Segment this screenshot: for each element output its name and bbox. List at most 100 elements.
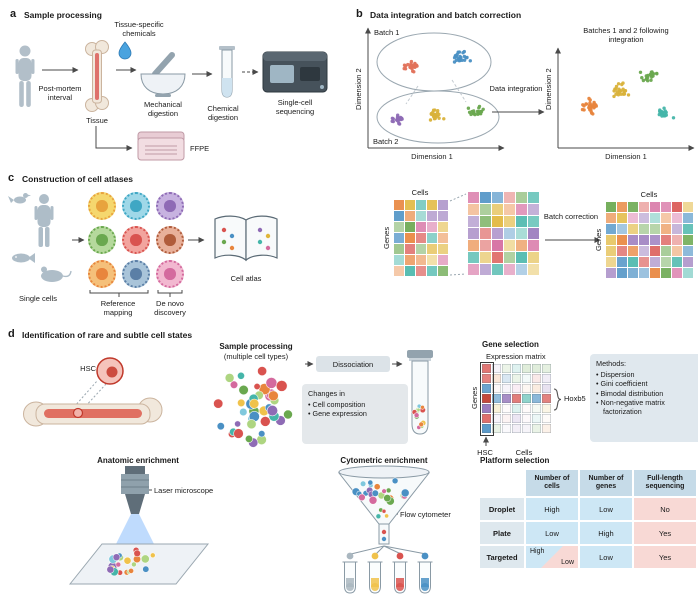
heatmap-cell	[492, 252, 503, 263]
heatmap-cell	[639, 257, 649, 267]
heatmap-cell	[522, 394, 531, 403]
cell-dot	[131, 561, 137, 568]
sequencer-machine-icon	[262, 51, 328, 93]
heatmap-cell	[416, 222, 426, 232]
heatmap-cell	[438, 200, 448, 210]
cell-dot	[413, 412, 420, 418]
heatmap-cell	[606, 224, 616, 234]
heatmap-cell	[438, 266, 448, 276]
sort-tubes-icon	[342, 552, 433, 594]
table-cell: Yes	[634, 546, 696, 568]
heatmap-cell	[405, 200, 415, 210]
scatter-dot	[664, 113, 668, 117]
cell-nucleus-icon	[96, 234, 108, 246]
scatter-dot	[640, 76, 644, 80]
sample-processing-title: Sample processing	[219, 342, 293, 351]
tube-liquid	[421, 583, 429, 591]
heatmap-cell	[492, 374, 501, 383]
cell-dot	[400, 488, 410, 498]
scatter-dot	[472, 109, 476, 113]
heatmap-cell	[528, 264, 539, 275]
scatter-dot	[397, 122, 402, 126]
scatter-dot	[468, 59, 472, 63]
heatmap-cell	[672, 246, 682, 256]
cell-dot	[373, 483, 381, 491]
methods-list: DispersionGini coefficientBimodal distri…	[596, 370, 698, 417]
heatmap-cell	[504, 240, 515, 251]
scatter-dot	[390, 119, 394, 124]
heatmap-cell	[516, 252, 527, 263]
cell-dot	[237, 371, 245, 380]
heatmap-cell	[661, 235, 671, 245]
scatter-dot	[473, 112, 477, 117]
heatmap-cell	[617, 268, 627, 278]
tube-liquid	[371, 578, 379, 587]
expression-cells-label: Cells	[515, 448, 533, 457]
heatmap-cell	[639, 268, 649, 278]
sort-fan-line	[383, 545, 402, 555]
scatter-dot	[619, 92, 623, 96]
cell-dot	[265, 377, 278, 389]
cell-dot	[259, 416, 271, 427]
tube-liquid	[396, 583, 404, 591]
heatmap-cell	[617, 202, 627, 212]
heatmap-cell	[480, 240, 491, 251]
heatmap-cell	[672, 268, 682, 278]
scatter-dot	[587, 96, 591, 101]
platform-selection-title: Platform selection	[480, 456, 550, 465]
cell-dot	[375, 513, 382, 520]
heatmap-cell	[502, 364, 511, 373]
heatmap-cell	[427, 255, 437, 265]
tissue-chemicals-label: Tissue-specific chemicals	[114, 20, 164, 38]
sorted-drop-icon	[396, 552, 404, 560]
sorted-drop-icon	[421, 552, 429, 560]
heatmap-cell	[427, 244, 437, 254]
column-header: Number of cells	[526, 470, 578, 496]
heatmap-cell	[427, 222, 437, 232]
heatmap-cell	[502, 394, 511, 403]
heatmap-cell	[512, 364, 521, 373]
scatter-dot	[655, 71, 659, 76]
heatmap-cell	[528, 192, 539, 203]
heatmap-cell	[394, 244, 404, 254]
heatmap-cell	[482, 404, 491, 413]
tube-liquid	[421, 578, 429, 587]
scatter-dot	[587, 103, 592, 108]
laser-microscope-label: Laser microscope	[154, 486, 214, 495]
scatter-dot	[476, 112, 480, 116]
heatmap-cell	[492, 204, 503, 215]
scatter-dot	[462, 58, 467, 62]
cell-dot	[239, 407, 248, 417]
chemical-digestion-label: Chemical digestion	[207, 104, 239, 122]
heatmap-cell	[394, 200, 404, 210]
sort-fan-line	[350, 545, 385, 555]
cell-type-icon	[156, 192, 184, 220]
de-novo-discovery-label: De novo discovery	[154, 299, 186, 317]
heatmap-cell	[650, 202, 660, 212]
cell-dot	[383, 494, 392, 503]
heatmap-cell	[617, 246, 627, 256]
chemical-droplet-icon	[118, 41, 132, 60]
heatmap-cell	[405, 266, 415, 276]
heatmap-cell	[512, 414, 521, 423]
cell-atlas-label: Cell atlas	[230, 274, 262, 283]
cell-dot	[253, 382, 261, 390]
cell-nucleus-icon	[164, 268, 176, 280]
heatmap-cell	[628, 268, 638, 278]
integrated-scatter	[580, 70, 676, 120]
cell-nucleus-icon	[96, 268, 108, 280]
bullet-item: Dispersion	[596, 370, 698, 379]
panel-b-title: Data integration and batch correction	[370, 10, 522, 20]
cell-dot	[123, 556, 132, 565]
heatmap-cell	[504, 264, 515, 275]
heatmap-cell	[516, 228, 527, 239]
heatmap-cell	[468, 240, 479, 251]
heatmap-cell	[480, 204, 491, 215]
heatmap-cell	[672, 224, 682, 234]
scatter-dot	[626, 93, 631, 97]
heatmap-cell	[502, 414, 511, 423]
heatmap-cell	[606, 268, 616, 278]
heatmap-cell	[528, 240, 539, 251]
matrix-genes-label-left: Genes	[382, 226, 391, 249]
